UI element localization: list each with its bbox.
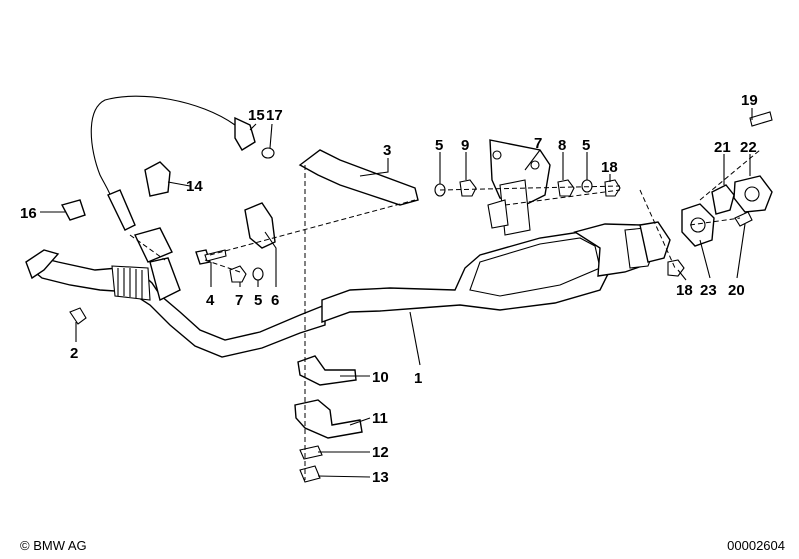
front-pipe (25, 227, 326, 358)
label-5-top: 5 (435, 137, 443, 154)
label-8: 8 (558, 137, 566, 154)
label-21: 21 (714, 139, 731, 156)
label-3: 3 (383, 142, 391, 159)
nut-9 (459, 179, 477, 197)
sensor-cable (90, 95, 236, 201)
label-13: 13 (372, 469, 389, 486)
bolt-19 (749, 111, 773, 127)
hanger-11 (294, 399, 363, 439)
label-1: 1 (414, 370, 422, 387)
bracket-3 (298, 149, 419, 206)
label-4: 4 (206, 292, 215, 309)
label-7-bottom: 7 (235, 292, 243, 309)
nut-18-bottom (667, 259, 685, 277)
label-5-right: 5 (582, 137, 590, 154)
copyright-text: © BMW AG (20, 538, 87, 553)
bolt-13 (299, 465, 321, 483)
bracket-6 (244, 202, 276, 249)
label-6: 6 (271, 292, 279, 309)
nut-8 (557, 179, 575, 197)
label-2: 2 (70, 345, 78, 362)
clip-2 (69, 307, 87, 325)
label-23: 23 (700, 282, 717, 299)
label-15: 15 (248, 107, 265, 124)
hanger-10 (297, 355, 357, 386)
sensor-plug-15 (234, 116, 256, 151)
catalytic-converter (321, 221, 671, 323)
label-11: 11 (372, 410, 388, 427)
clip-14 (144, 161, 171, 197)
label-12: 12 (372, 444, 389, 461)
label-7-top: 7 (534, 135, 542, 152)
label-18-bottom: 18 (676, 282, 693, 299)
nut-7 (229, 265, 247, 283)
washer-5 (252, 267, 264, 281)
label-19: 19 (741, 92, 758, 109)
label-10: 10 (372, 369, 389, 386)
alignment-lines (129, 149, 761, 480)
label-18-top: 18 (601, 159, 618, 176)
clip-16 (60, 199, 86, 221)
washer-5-right (581, 179, 593, 193)
nut-18-top (604, 179, 621, 197)
oxygen-sensor (107, 189, 136, 231)
bolt-20 (734, 211, 753, 227)
label-9: 9 (461, 137, 469, 154)
label-5-bottom: 5 (254, 292, 262, 309)
label-20: 20 (728, 282, 745, 299)
label-14: 14 (186, 178, 203, 195)
label-16: 16 (20, 205, 37, 222)
leader-lines (40, 108, 753, 478)
label-22: 22 (740, 139, 757, 156)
label-17: 17 (266, 107, 283, 124)
diagram-id: 00002604 (727, 538, 785, 553)
seal-17 (261, 147, 275, 159)
clamp-21 (711, 184, 735, 215)
